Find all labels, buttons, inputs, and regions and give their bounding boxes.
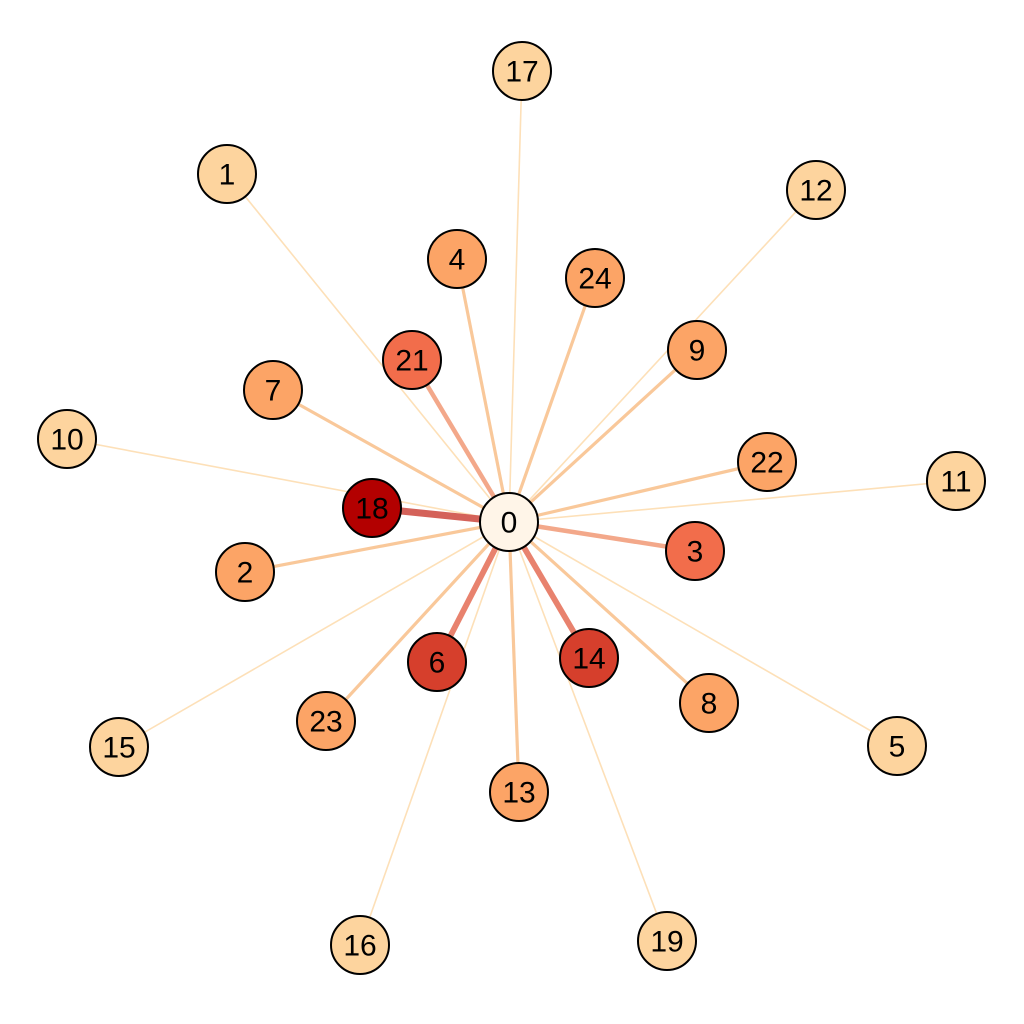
node-21: 21 <box>382 330 442 390</box>
node-circle <box>427 229 487 289</box>
node-circle <box>667 320 727 380</box>
node-circle <box>243 360 303 420</box>
node-circle <box>665 521 725 581</box>
node-circle <box>197 144 257 204</box>
node-label: 13 <box>502 777 535 810</box>
node-11: 11 <box>926 451 986 511</box>
node-circle <box>637 911 697 971</box>
node-circle <box>382 330 442 390</box>
node-7: 7 <box>243 360 303 420</box>
edge-0-16 <box>359 521 510 946</box>
edge-0-2 <box>244 520 510 574</box>
edge-0-23 <box>324 520 511 723</box>
node-label: 12 <box>799 175 832 208</box>
node-label: 8 <box>701 688 718 721</box>
node-18: 18 <box>342 478 402 538</box>
node-19: 19 <box>637 911 697 971</box>
node-circle <box>215 542 275 602</box>
node-circle <box>565 248 625 308</box>
edge-0-1 <box>226 173 510 523</box>
node-label: 21 <box>395 345 428 378</box>
node-17: 17 <box>492 41 552 101</box>
edge-0-11 <box>508 480 957 523</box>
node-label: 10 <box>50 424 83 457</box>
edge-0-17 <box>508 70 523 523</box>
node-16: 16 <box>330 915 390 975</box>
edge-0-24 <box>507 277 597 523</box>
edge-0-19 <box>508 521 668 942</box>
node-3: 3 <box>665 521 725 581</box>
edge-0-15 <box>118 521 510 748</box>
node-label: 23 <box>309 706 342 739</box>
node-circle <box>330 915 390 975</box>
node-8: 8 <box>679 673 739 733</box>
edge-0-7 <box>272 388 510 524</box>
node-circle <box>89 717 149 777</box>
edge-0-4 <box>455 258 511 523</box>
node-label: 0 <box>501 507 518 540</box>
node-label: 24 <box>578 263 611 296</box>
node-24: 24 <box>565 248 625 308</box>
node-22: 22 <box>737 432 797 492</box>
node-circle <box>342 478 402 538</box>
node-circle <box>296 691 356 751</box>
node-circle <box>926 451 986 511</box>
node-12: 12 <box>786 160 846 220</box>
node-5: 5 <box>867 716 927 776</box>
node-label: 15 <box>102 732 135 765</box>
node-label: 9 <box>689 335 706 368</box>
node-13: 13 <box>489 762 549 822</box>
node-circle <box>559 628 619 688</box>
node-circle <box>489 762 549 822</box>
edge-0-3 <box>508 519 696 554</box>
node-circle <box>37 409 97 469</box>
node-label: 19 <box>650 926 683 959</box>
node-label: 18 <box>355 493 388 526</box>
node-1: 1 <box>197 144 257 204</box>
edge-0-21 <box>410 358 511 524</box>
node-circle <box>737 432 797 492</box>
node-circle <box>479 492 539 552</box>
edge-0-5 <box>508 521 898 747</box>
edge-0-9 <box>507 348 699 524</box>
node-label: 22 <box>750 447 783 480</box>
node-circle <box>492 41 552 101</box>
edge-0-12 <box>508 189 817 523</box>
node-label: 3 <box>687 536 704 569</box>
node-circle <box>867 716 927 776</box>
node-14: 14 <box>559 628 619 688</box>
node-label: 11 <box>940 466 971 499</box>
node-label: 6 <box>429 647 446 680</box>
node-6: 6 <box>407 632 467 692</box>
node-23: 23 <box>296 691 356 751</box>
node-15: 15 <box>89 717 149 777</box>
node-2: 2 <box>215 542 275 602</box>
node-label: 4 <box>449 244 466 277</box>
node-label: 16 <box>343 930 376 963</box>
node-circle <box>786 160 846 220</box>
node-4: 4 <box>427 229 487 289</box>
edge-0-10 <box>66 438 510 523</box>
edge-0-22 <box>508 460 768 524</box>
node-circle <box>679 673 739 733</box>
node-label: 5 <box>889 731 906 764</box>
node-label: 1 <box>219 159 236 192</box>
node-label: 7 <box>265 375 282 408</box>
node-0: 0 <box>479 492 539 552</box>
edge-0-13 <box>507 521 521 793</box>
node-label: 14 <box>572 643 605 676</box>
node-label: 17 <box>505 56 538 89</box>
node-circle <box>407 632 467 692</box>
node-label: 2 <box>237 557 254 590</box>
node-9: 9 <box>667 320 727 380</box>
edge-0-8 <box>507 520 711 705</box>
node-10: 10 <box>37 409 97 469</box>
